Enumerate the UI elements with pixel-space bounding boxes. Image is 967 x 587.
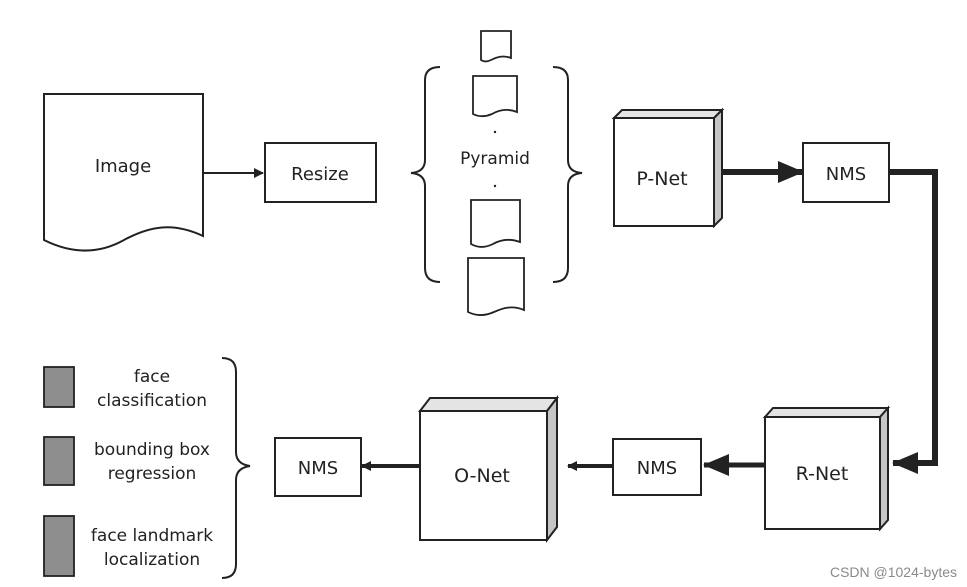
- pyramid-ellipsis-dot-bottom: [493, 184, 497, 188]
- output-swatch: [43, 436, 75, 486]
- image-document-shape: [43, 93, 204, 252]
- pyramid-level-2: [472, 75, 518, 118]
- onet-label: O-Net: [454, 465, 510, 487]
- output-label-line2: classification: [97, 391, 207, 411]
- output-swatch: [43, 366, 75, 408]
- image-label: Image: [95, 156, 151, 177]
- arrow-nms-to-rnet: [889, 169, 938, 474]
- nms-label-1: NMS: [826, 164, 866, 185]
- output-label-line1: face landmark: [91, 526, 213, 546]
- nms-node-1: NMS: [802, 142, 890, 203]
- pyramid-left-brace: [410, 66, 441, 283]
- image-node: Image: [43, 93, 204, 252]
- pnet-cube-front: [613, 117, 715, 227]
- pyramid-level-1: [480, 30, 512, 63]
- nms-label-3: NMS: [298, 458, 338, 479]
- resize-box: [264, 142, 377, 203]
- output-label-line2: localization: [104, 550, 200, 570]
- rnet-label: R-Net: [796, 463, 849, 485]
- nms-box-3: [274, 437, 362, 497]
- nms-label-2: NMS: [637, 458, 677, 479]
- onet-cube-front: [419, 410, 548, 541]
- pnet-node: P-Net: [611, 107, 725, 229]
- pnet-label: P-Net: [636, 168, 687, 190]
- pnet-cube-top: [611, 109, 725, 119]
- pyramid-group: Pyramid: [410, 30, 583, 316]
- pyramid-ellipsis-dot-top: [493, 130, 497, 134]
- nms-node-2: NMS: [612, 438, 702, 496]
- pyramid-label: Pyramid: [460, 149, 530, 169]
- resize-label: Resize: [291, 164, 349, 185]
- rnet-cube-top: [762, 407, 891, 418]
- rnet-cube-front: [764, 416, 881, 530]
- output-face-landmark-localization: face landmark localization: [43, 515, 213, 577]
- nms-box-1: [802, 142, 890, 203]
- rnet-cube-side: [879, 405, 889, 532]
- outputs-brace: [221, 357, 251, 579]
- output-face-classification: face classification: [43, 366, 207, 411]
- output-label-line1: bounding box: [94, 440, 210, 460]
- output-swatch: [43, 515, 75, 577]
- onet-node: O-Net: [417, 395, 560, 543]
- pyramid-level-4: [467, 257, 525, 316]
- watermark: CSDN @1024-bytes: [830, 564, 957, 580]
- output-bounding-box-regression: bounding box regression: [43, 436, 210, 486]
- resize-node: Resize: [264, 142, 377, 203]
- rnet-node: R-Net: [762, 405, 891, 532]
- output-label-line2: regression: [108, 464, 197, 484]
- pnet-cube-side: [713, 107, 723, 229]
- onet-cube-top: [417, 397, 560, 412]
- onet-cube-side: [546, 395, 558, 543]
- pyramid-level-3: [470, 199, 521, 248]
- output-label-line1: face: [134, 367, 170, 387]
- nms-node-3: NMS: [274, 437, 362, 497]
- pyramid-right-brace: [552, 66, 583, 283]
